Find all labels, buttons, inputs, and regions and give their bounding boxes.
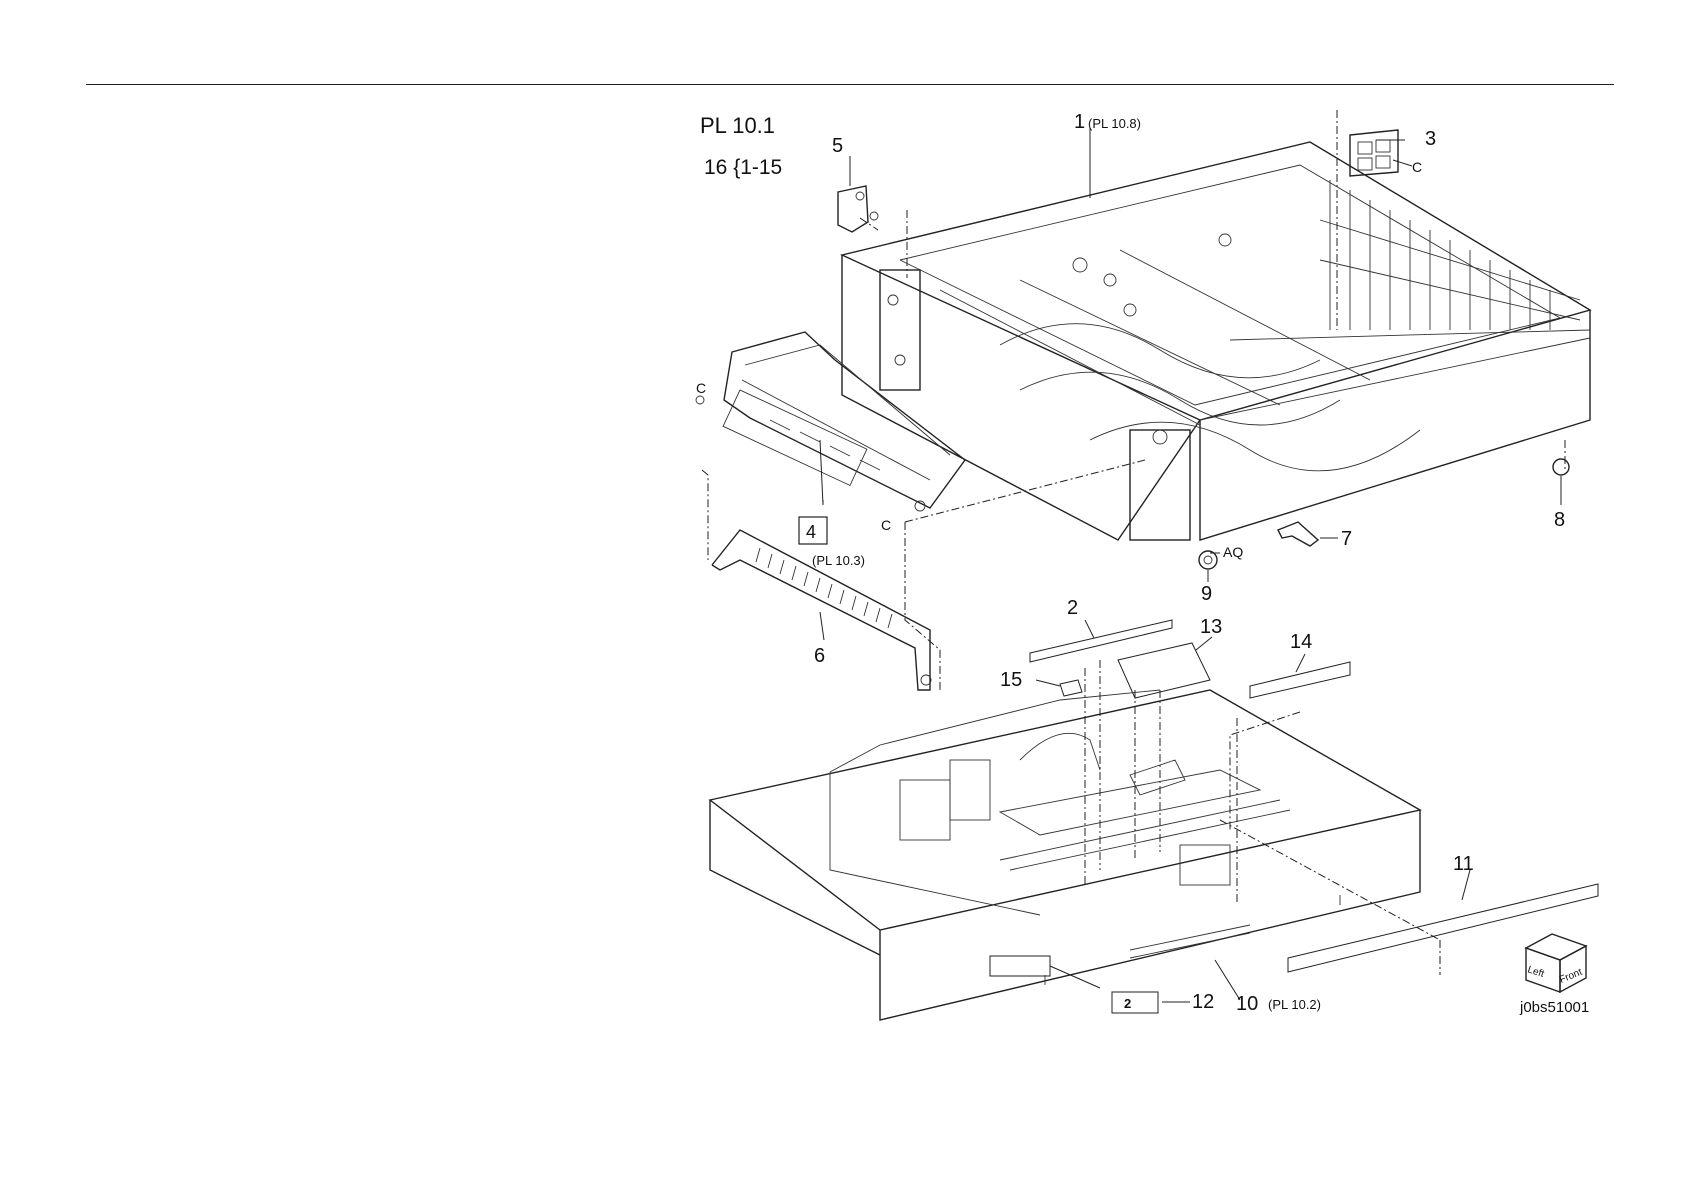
part-10-paper-tray: [710, 690, 1420, 1020]
callout-11: 11: [1453, 853, 1474, 875]
part-4-feed-assembly: [696, 332, 965, 511]
tray-front-label: [990, 956, 1050, 976]
rear-grille: [1320, 180, 1580, 330]
part-8-roller: [1553, 459, 1569, 475]
assembly-note: 16 {1-15: [704, 156, 782, 179]
callout-7: 7: [1341, 528, 1352, 550]
figure-id: j0bs51001: [1519, 999, 1589, 1016]
callout-1-ref: (PL 10.8): [1088, 116, 1141, 131]
reference-lines: [702, 110, 1565, 975]
part-5-bracket: [838, 186, 878, 232]
part-7-clip: [1278, 522, 1318, 546]
part-14-label: [1250, 662, 1350, 698]
callout-10: 10: [1236, 993, 1258, 1015]
part-11-label: [1288, 884, 1598, 972]
callout-15: 15: [1000, 669, 1022, 691]
orientation-left-label: Left: [1526, 964, 1545, 980]
callouts: 1 (PL 10.8) 3 C 5 C C 4 (PL 10.3) 6 7 AQ…: [696, 111, 1565, 1015]
callout-6: 6: [814, 645, 825, 667]
callout-4-ref: (PL 10.3): [812, 553, 865, 568]
part-13-label: [1118, 643, 1210, 698]
orientation-cube-icon: Left Front: [1526, 934, 1586, 992]
callout-5: 5: [832, 135, 843, 157]
connector-aq: AQ: [1223, 544, 1243, 560]
callout-12: 12: [1192, 991, 1214, 1013]
part-15-label: [1060, 680, 1082, 696]
callout-3: 3: [1425, 128, 1436, 150]
callout-1: 1: [1074, 111, 1085, 133]
callout-4: 4: [806, 522, 816, 542]
callout-2: 2: [1067, 597, 1078, 619]
connector-c-lower: C: [881, 517, 891, 533]
frame-assembly: [842, 142, 1590, 540]
callout-13: 13: [1200, 616, 1222, 638]
connector-c-top-right: C: [1412, 159, 1422, 175]
callout-8: 8: [1554, 509, 1565, 531]
callout-10-ref: (PL 10.2): [1268, 997, 1321, 1012]
callout-14: 14: [1290, 631, 1312, 653]
callout-12-tag-box: [1112, 992, 1158, 1013]
callout-9: 9: [1201, 583, 1212, 605]
callout-12-tag: 2: [1124, 996, 1131, 1011]
part-3-bracket: [1350, 130, 1398, 176]
orientation-front-label: Front: [1558, 967, 1584, 986]
part-9-gear: [1199, 551, 1217, 569]
connector-c-left: C: [696, 380, 706, 396]
plate-title: PL 10.1: [700, 113, 775, 138]
